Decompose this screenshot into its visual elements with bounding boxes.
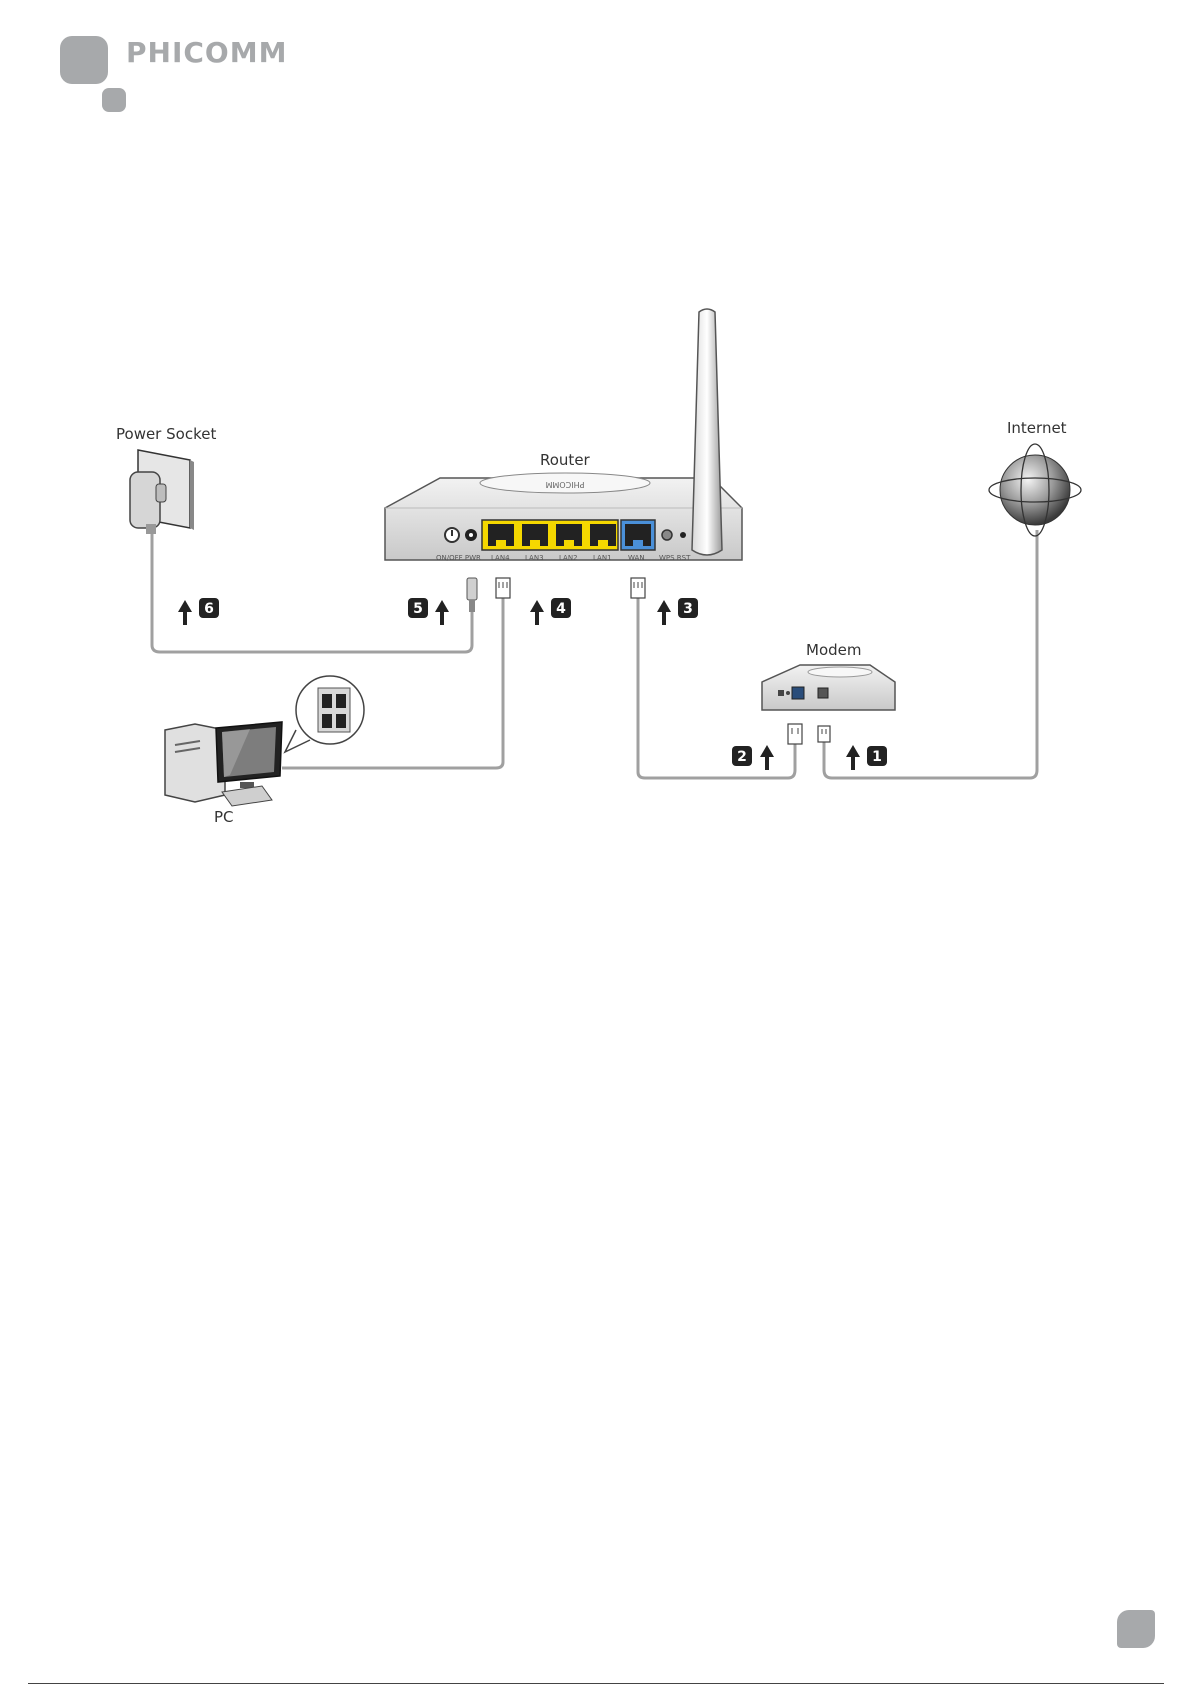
router-label: Router	[540, 451, 591, 469]
step-6-arrow-icon	[178, 600, 192, 625]
power-socket	[130, 450, 194, 534]
bottom-rule	[28, 1683, 1164, 1684]
internet-label: Internet	[1007, 419, 1067, 437]
step-4-arrow-icon	[530, 600, 544, 625]
cables	[152, 525, 1037, 778]
router: Router PHICOMM ON/OFF PWR LAN4 LAN3 LAN2	[385, 309, 742, 562]
port-label-power: ON/OFF PWR	[436, 554, 481, 562]
port-label-lan2: LAN2	[559, 554, 578, 562]
svg-text:1: 1	[872, 749, 882, 765]
plug-wan	[631, 578, 645, 598]
port-label-lan4: LAN4	[491, 554, 510, 562]
svg-text:5: 5	[413, 601, 423, 617]
step-4-badge: 4	[551, 598, 571, 618]
step-6-badge: 6	[199, 598, 219, 618]
step-3-arrow-icon	[657, 600, 671, 625]
svg-text:4: 4	[556, 601, 566, 617]
port-label-wan: WAN	[628, 554, 645, 562]
reset-button-icon	[680, 532, 686, 538]
step-2-arrow-icon	[760, 745, 774, 770]
step-1-badge: 1	[867, 746, 887, 766]
modem-label: Modem	[806, 641, 861, 659]
plug-modem-lan	[788, 724, 802, 744]
port-label-wps-rst: WPS RST	[659, 554, 691, 562]
page-corner-tab	[1117, 1610, 1155, 1648]
svg-text:6: 6	[204, 601, 214, 617]
antenna-icon	[692, 309, 722, 555]
plug-lan	[496, 578, 510, 598]
svg-text:2: 2	[737, 749, 747, 765]
svg-text:3: 3	[683, 601, 693, 617]
keyboard-icon	[222, 786, 272, 806]
plug-power	[467, 578, 477, 612]
step-5-badge: 5	[408, 598, 428, 618]
port-label-lan1: LAN1	[593, 554, 612, 562]
step-5-arrow-icon	[435, 600, 449, 625]
modem	[762, 665, 895, 710]
step-2-badge: 2	[732, 746, 752, 766]
step-1-arrow-icon	[846, 745, 860, 770]
port-label-lan3: LAN3	[525, 554, 544, 562]
router-brand-mark: PHICOMM	[545, 480, 584, 489]
wps-button-icon	[662, 530, 672, 540]
pc	[165, 676, 364, 806]
power-socket-label: Power Socket	[116, 425, 216, 443]
step-3-badge: 3	[678, 598, 698, 618]
pc-label: PC	[214, 808, 234, 826]
internet-globe-icon	[989, 444, 1081, 536]
plug-modem-dsl	[818, 726, 830, 742]
